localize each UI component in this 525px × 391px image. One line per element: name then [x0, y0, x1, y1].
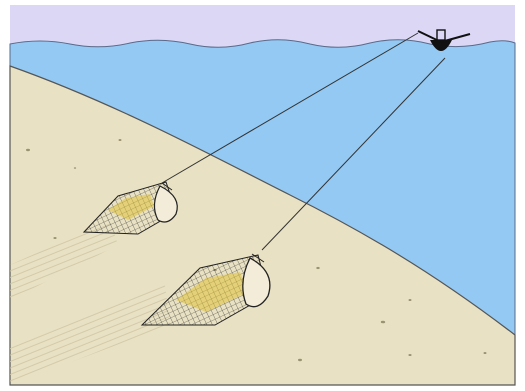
- diagram-canvas: [0, 0, 525, 391]
- dredging-diagram: [0, 0, 525, 391]
